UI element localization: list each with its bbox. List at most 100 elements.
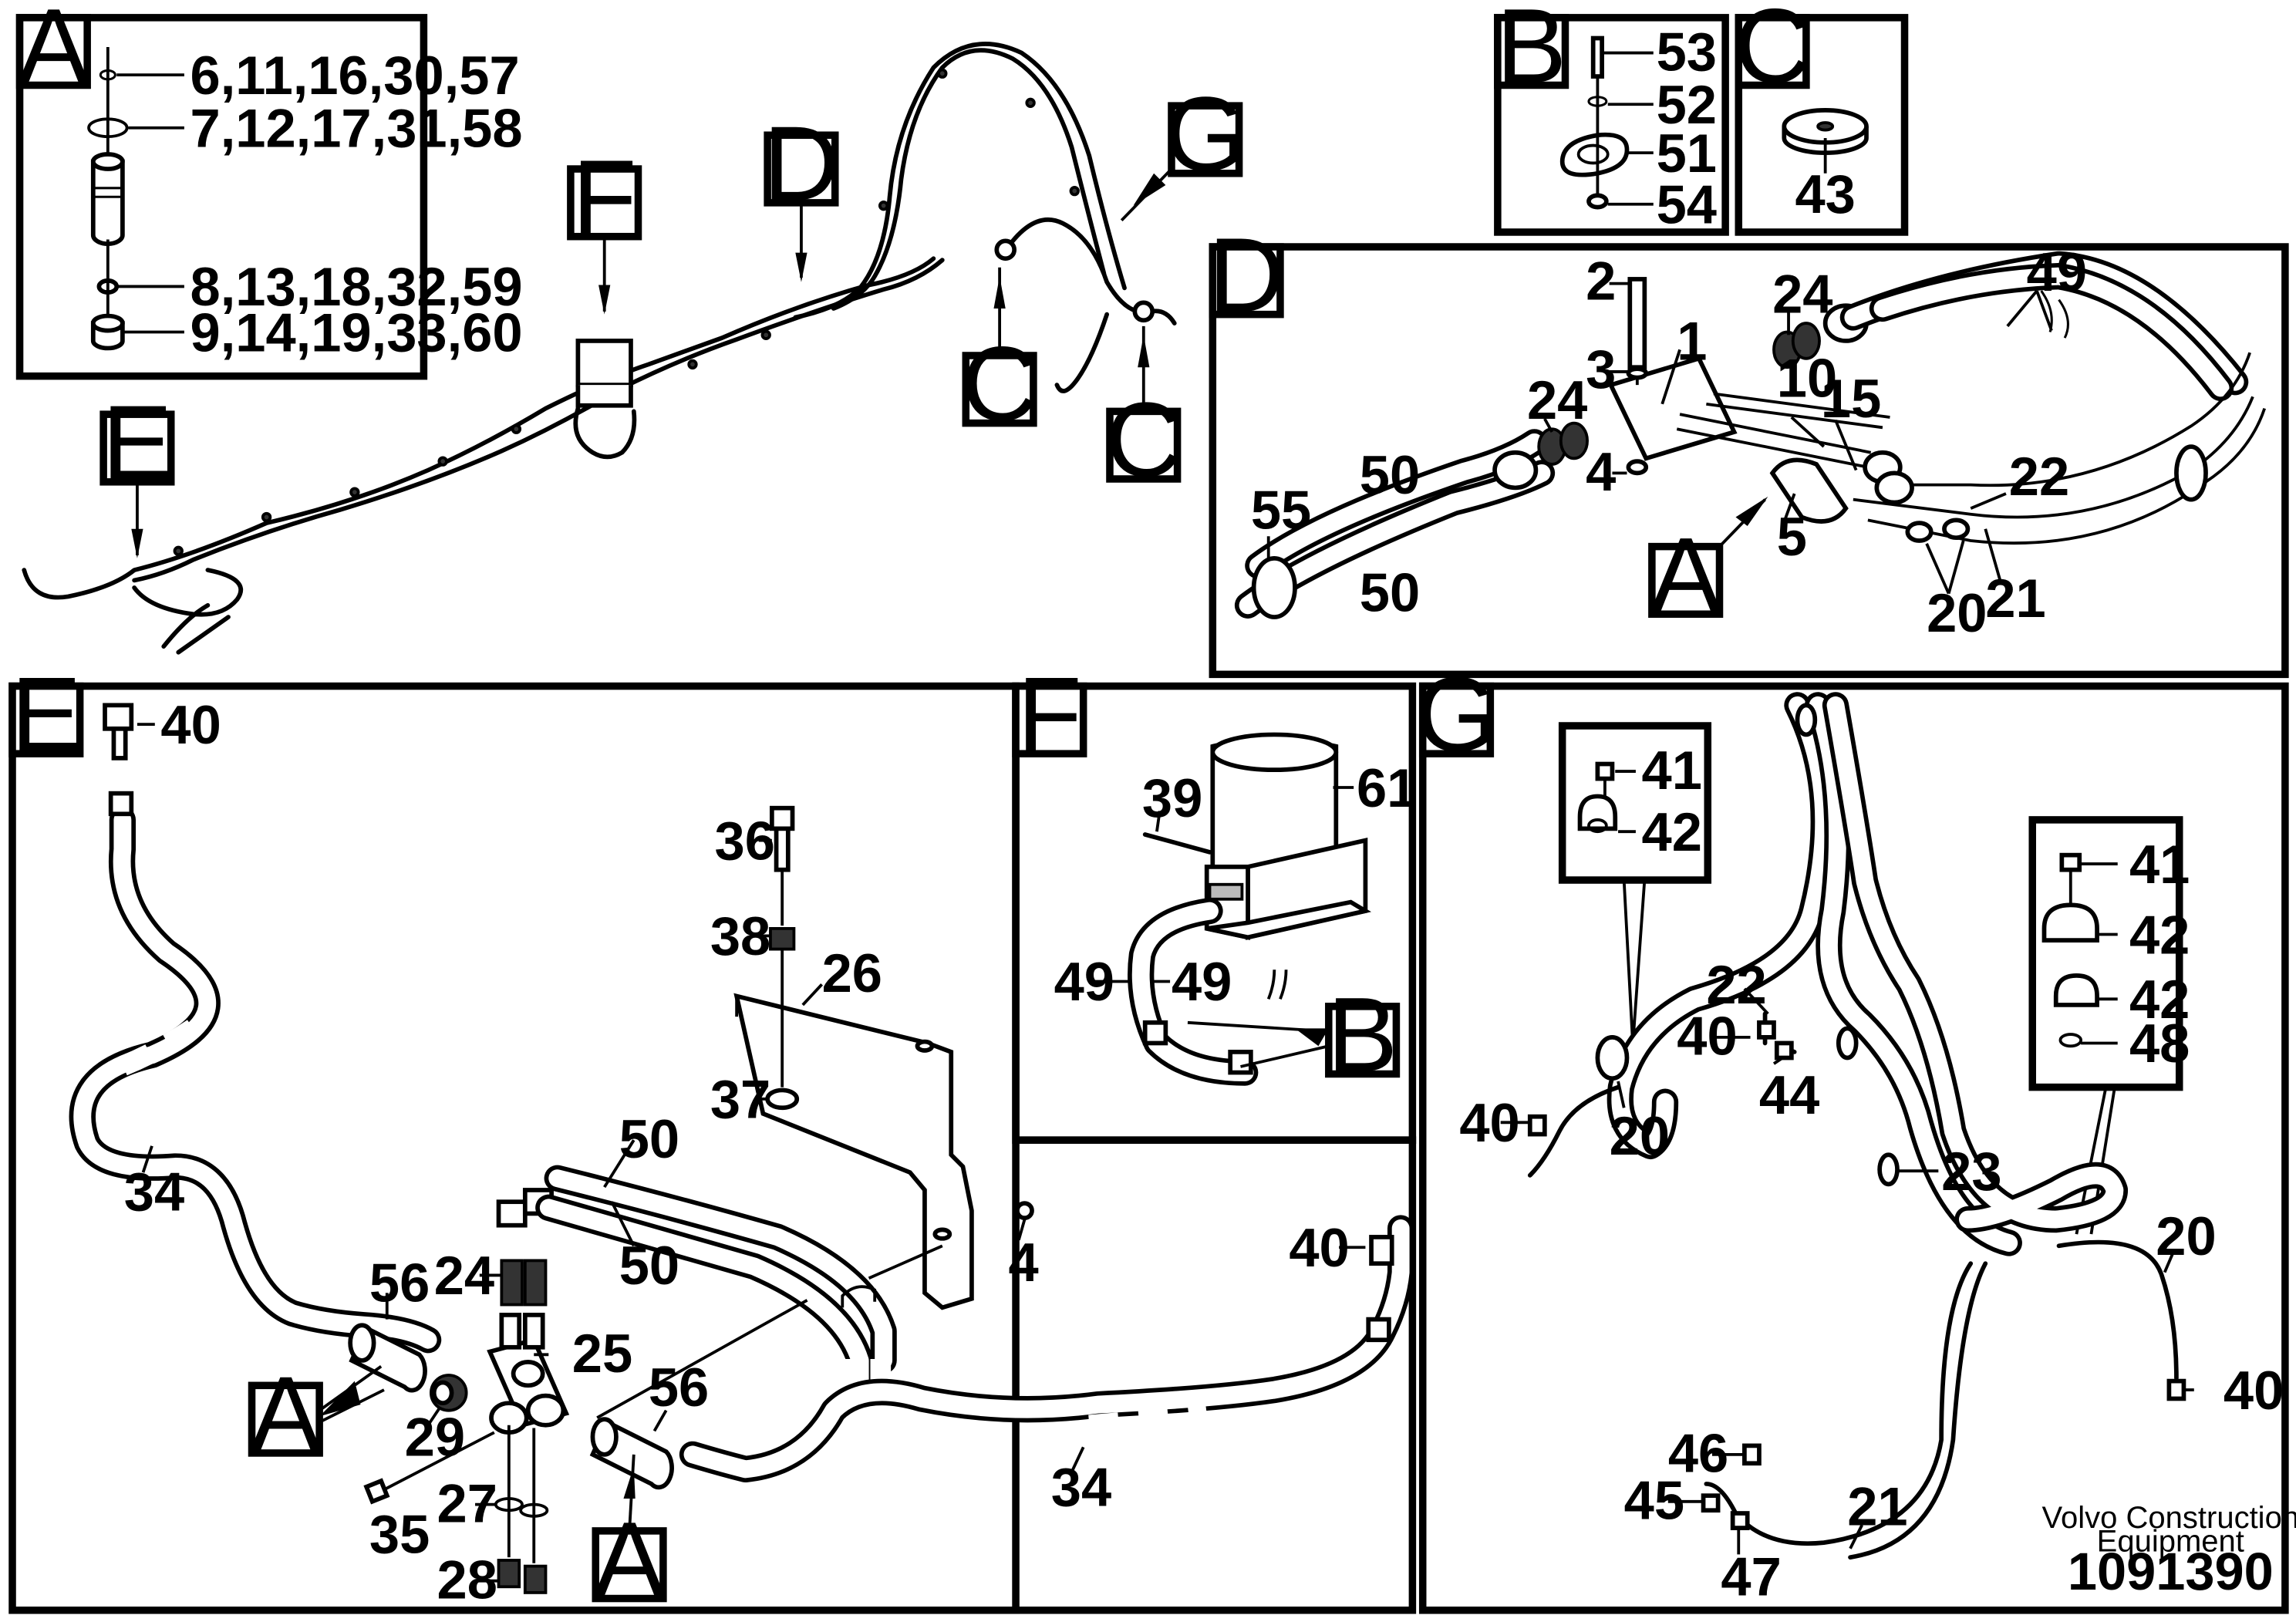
corner-letter-a: A — [15, 0, 91, 106]
label-f-61: 61 — [1357, 757, 1417, 818]
label-f-49-right: 49 — [1172, 951, 1232, 1012]
label-a-1: 6,11,16,30,57 — [190, 45, 520, 106]
label-d-3: 3 — [1586, 339, 1616, 400]
label-b-51: 51 — [1657, 123, 1717, 184]
label-g-42-inset2-b: 42 — [2129, 969, 2190, 1030]
callout-tag-b-in-f: B — [1187, 976, 1401, 1094]
label-d-15: 15 — [1821, 368, 1881, 429]
label-b-52: 52 — [1657, 74, 1717, 135]
svg-text:B: B — [1327, 976, 1397, 1094]
label-e-56-left: 56 — [369, 1253, 430, 1313]
svg-text:G: G — [1164, 76, 1246, 194]
svg-text:D: D — [1209, 217, 1285, 335]
callout-tag-d-overview: D — [763, 105, 839, 282]
label-g-20-b: 20 — [2156, 1206, 2216, 1266]
label-e-40-top: 40 — [160, 694, 221, 755]
label-g-41-inset1: 41 — [1642, 740, 1702, 801]
label-e-34-right: 34 — [1051, 1457, 1111, 1518]
detail-frame-b — [1494, 14, 1729, 236]
callout-tag-e-overview: E — [99, 384, 175, 558]
svg-text:B: B — [1496, 0, 1566, 106]
label-e-35: 35 — [369, 1503, 430, 1564]
callout-tag-a-in-e-1: A — [248, 1355, 385, 1473]
svg-text:G: G — [1415, 656, 1498, 774]
label-g-42-inset2-a: 42 — [2129, 904, 2190, 965]
document-number: 1091390 — [2068, 1542, 2274, 1601]
label-g-22: 22 — [1706, 954, 1766, 1015]
label-g-45: 45 — [1624, 1470, 1684, 1531]
corner-letter-e: E — [8, 656, 84, 774]
label-e-29: 29 — [405, 1407, 465, 1468]
label-d-10: 10 — [1777, 347, 1837, 408]
label-d-1: 1 — [1677, 311, 1707, 372]
inset-frame-g-2 — [2028, 816, 2183, 1091]
label-d-5: 5 — [1777, 506, 1807, 567]
label-e-28: 28 — [437, 1549, 497, 1610]
label-g-20-a: 20 — [1610, 1105, 1670, 1166]
brand-line-2: Equipment — [2097, 1525, 2244, 1559]
label-e-38: 38 — [710, 905, 770, 966]
label-e-50-top: 50 — [619, 1108, 679, 1169]
label-g-40-c: 40 — [2224, 1360, 2284, 1421]
panel-g-drawing — [1500, 692, 2194, 1560]
label-e-37: 37 — [710, 1069, 770, 1130]
label-e-40-right: 40 — [1289, 1217, 1349, 1278]
svg-text:A: A — [1650, 516, 1721, 634]
label-g-44: 44 — [1759, 1064, 1819, 1125]
label-g-42-inset1: 42 — [1642, 801, 1702, 862]
panel-a-drawing — [87, 46, 184, 351]
label-e-56-right: 56 — [649, 1357, 709, 1418]
svg-text:E: E — [11, 656, 81, 774]
overview-harness — [22, 42, 1177, 655]
corner-letter-g: G — [1415, 656, 1498, 774]
label-d-50-bottom: 50 — [1360, 561, 1420, 622]
callout-tag-c-overview-1: C — [962, 267, 1038, 443]
label-e-26: 26 — [822, 943, 882, 1003]
callout-tag-f-overview: F — [567, 139, 642, 315]
panel-d-drawing — [1234, 251, 2267, 619]
callout-tag-a-in-e-2: A — [592, 1454, 667, 1619]
label-d-21: 21 — [1985, 568, 2045, 629]
inset-g-1-drawing — [1577, 761, 1647, 1045]
detail-frame-d — [1209, 243, 2289, 679]
label-d-22: 22 — [2009, 446, 2069, 507]
panel-c-drawing — [1782, 108, 1869, 174]
detail-frame-e — [8, 682, 1020, 1614]
label-e-36: 36 — [715, 810, 775, 871]
callout-tag-g-overview: G — [1120, 76, 1246, 222]
label-e-50-bottom: 50 — [619, 1235, 679, 1296]
label-e-25: 25 — [572, 1323, 632, 1384]
label-e-4: 4 — [1009, 1232, 1039, 1293]
label-d-24-top: 24 — [1772, 264, 1832, 325]
label-a-2: 7,12,17,31,58 — [190, 97, 523, 158]
panel-f-drawing — [1092, 732, 1372, 1086]
label-g-47: 47 — [1721, 1546, 1781, 1607]
label-d-50-top: 50 — [1360, 444, 1420, 505]
panel-e-drawing — [69, 703, 1414, 1594]
label-e-34-left: 34 — [124, 1162, 184, 1222]
label-d-4: 4 — [1586, 441, 1616, 502]
label-f-39: 39 — [1142, 767, 1202, 828]
label-e-27: 27 — [437, 1472, 497, 1533]
label-g-23: 23 — [1941, 1141, 2001, 1202]
label-g-46: 46 — [1668, 1423, 1728, 1484]
label-d-2: 2 — [1586, 251, 1616, 312]
detail-frame-c — [1735, 14, 1909, 236]
label-g-40-b: 40 — [1459, 1092, 1519, 1153]
label-d-24-left: 24 — [1527, 369, 1587, 430]
label-f-49-left: 49 — [1054, 951, 1114, 1012]
callout-tag-a-in-d: A — [1648, 496, 1768, 634]
svg-text:A: A — [251, 1355, 322, 1473]
label-a-4: 9,14,19,33,60 — [190, 302, 523, 363]
label-d-55: 55 — [1251, 480, 1311, 541]
panel-b-drawing — [1559, 35, 1654, 210]
label-g-41-inset2: 41 — [2129, 834, 2190, 895]
label-b-54: 54 — [1657, 174, 1717, 235]
corner-letter-b: B — [1494, 0, 1569, 106]
corner-letter-d: D — [1209, 217, 1285, 335]
svg-text:F: F — [1017, 656, 1082, 774]
detail-frame-g — [1418, 682, 2289, 1614]
detail-frame-f — [1012, 682, 1417, 1144]
label-a-3: 8,13,18,32,59 — [190, 256, 523, 317]
label-c-43: 43 — [1795, 164, 1855, 224]
